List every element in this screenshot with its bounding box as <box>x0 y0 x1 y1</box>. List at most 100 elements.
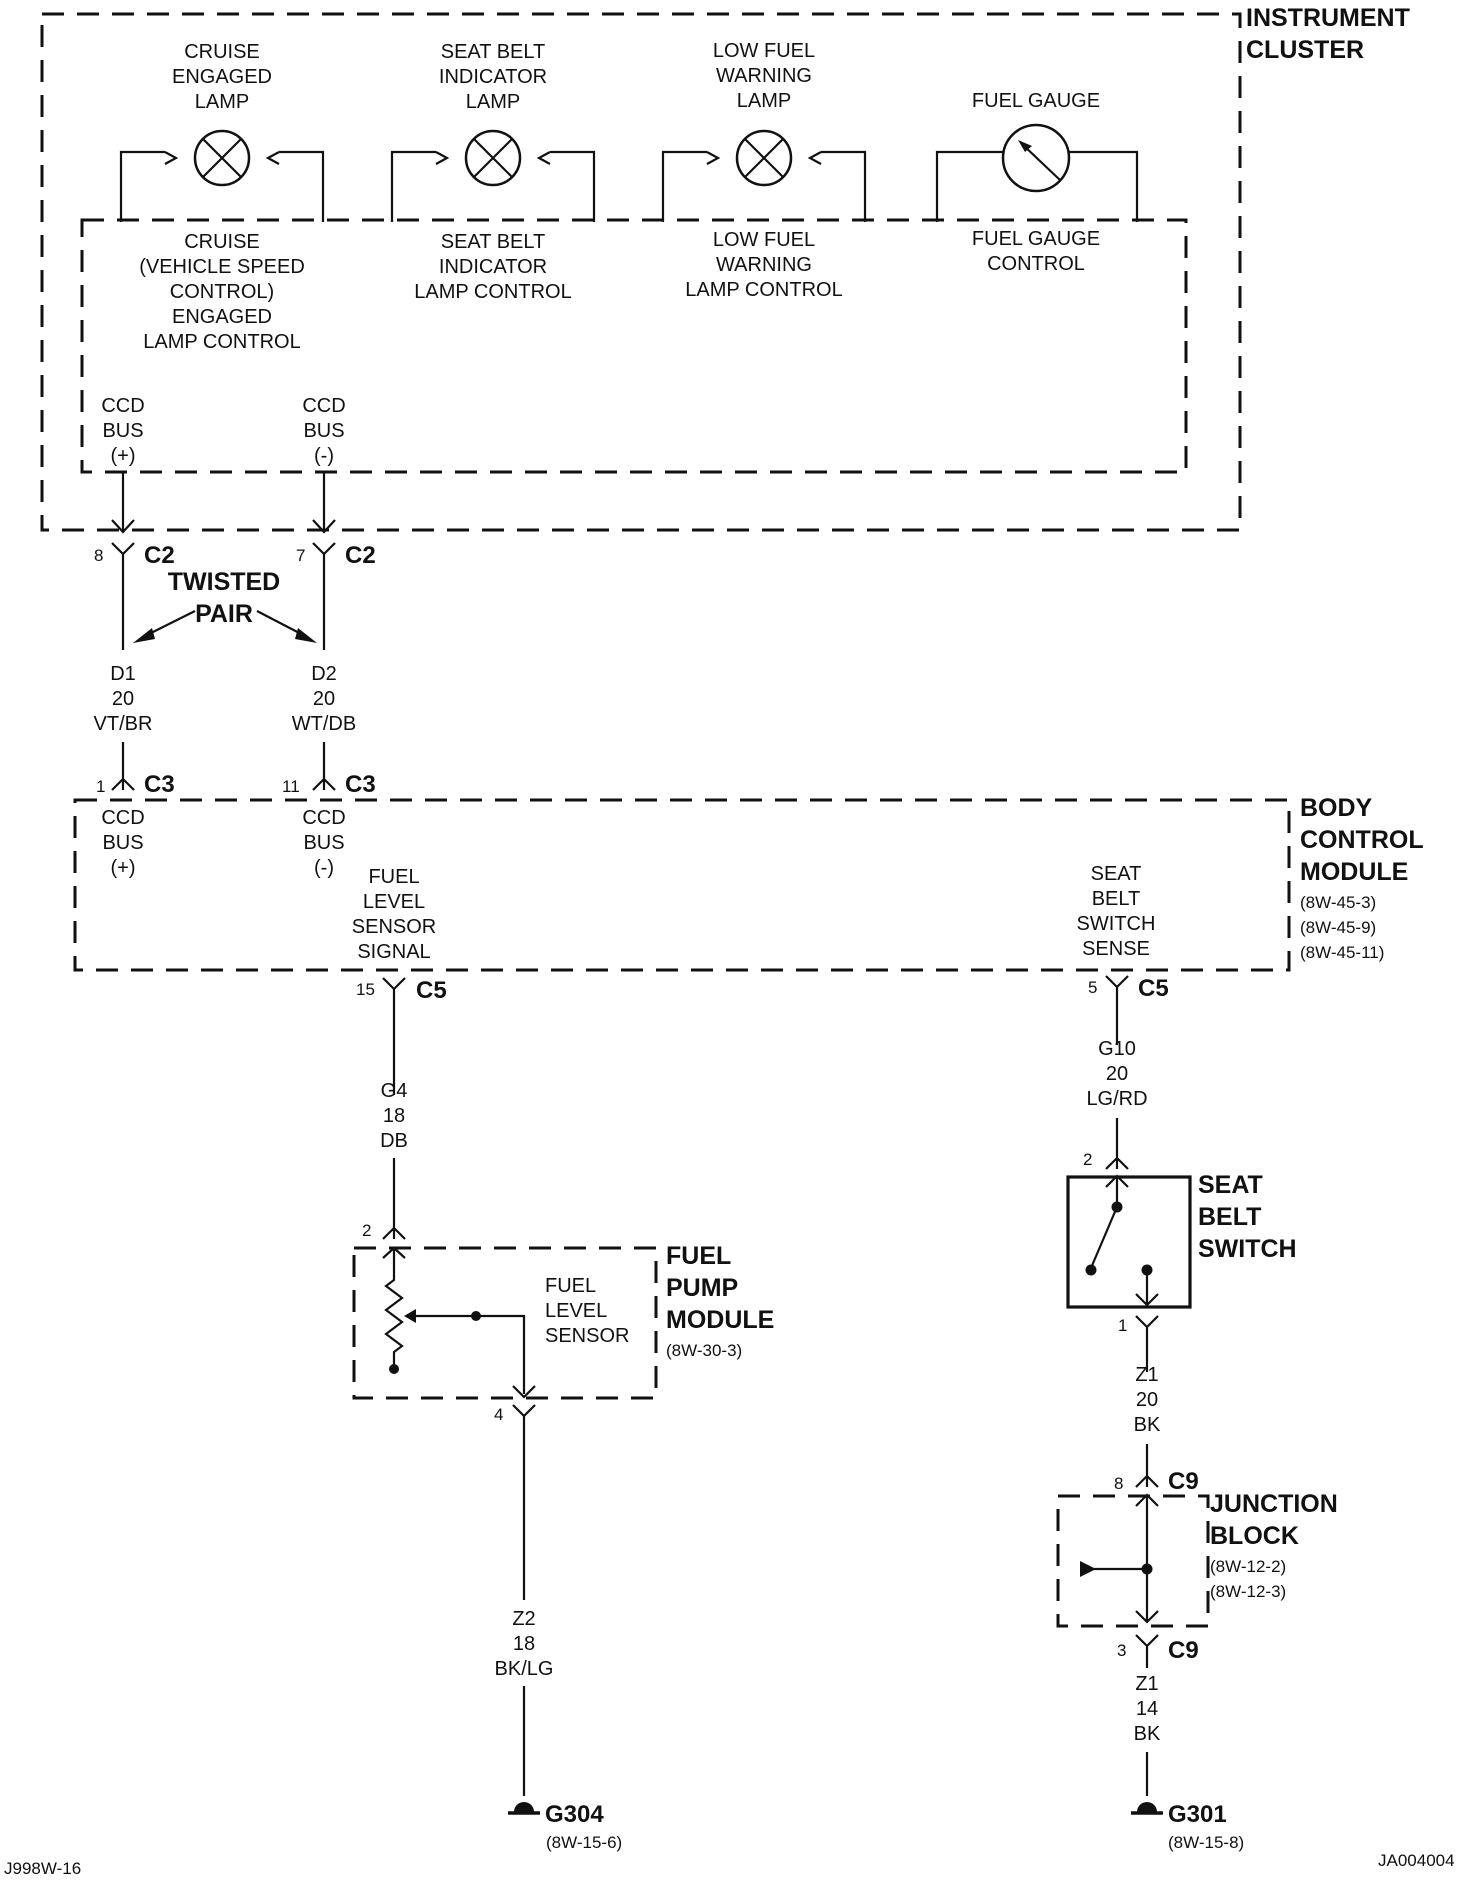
svg-text:FUEL: FUEL <box>368 866 419 888</box>
svg-text:CONTROL): CONTROL) <box>170 281 274 303</box>
svg-text:BELT: BELT <box>1092 888 1141 910</box>
svg-text:3: 3 <box>1117 1641 1126 1660</box>
svg-text:CRUISE: CRUISE <box>184 231 260 253</box>
svg-text:(8W-45-11): (8W-45-11) <box>1300 943 1384 962</box>
svg-text:Z2: Z2 <box>512 1608 535 1630</box>
svg-text:PAIR: PAIR <box>195 600 253 628</box>
svg-text:INDICATOR: INDICATOR <box>439 66 547 88</box>
svg-text:C2: C2 <box>144 542 175 569</box>
svg-text:18: 18 <box>513 1633 535 1655</box>
svg-text:BUS: BUS <box>303 832 344 854</box>
svg-text:CCD: CCD <box>302 395 345 417</box>
fuel-pump-module: FUEL PUMP MODULE (8W-30-3) 2 4 FUEL LEVE… <box>352 1221 774 1796</box>
wire-d1-d2: D1 20 VT/BR D2 20 WT/DB <box>94 663 357 735</box>
svg-text:(8W-15-8): (8W-15-8) <box>1168 1833 1244 1852</box>
svg-text:Z1: Z1 <box>1135 1673 1158 1695</box>
svg-text:7: 7 <box>296 546 305 565</box>
svg-text:ENGAGED: ENGAGED <box>172 306 272 328</box>
svg-text:LG/RD: LG/RD <box>1086 1088 1147 1110</box>
gauge-icon <box>1001 123 1071 193</box>
svg-text:BUS: BUS <box>303 420 344 442</box>
svg-text:SEAT BELT: SEAT BELT <box>441 231 545 253</box>
svg-text:LAMP CONTROL: LAMP CONTROL <box>685 279 842 301</box>
lamp-icon <box>193 129 251 187</box>
svg-text:BK: BK <box>1134 1723 1161 1745</box>
svg-text:(-): (-) <box>314 857 334 879</box>
svg-text:CCD: CCD <box>101 395 144 417</box>
svg-text:CONTROL: CONTROL <box>1300 826 1424 854</box>
svg-text:SENSOR: SENSOR <box>352 916 436 938</box>
instrument-cluster-name-1: INSTRUMENT <box>1246 4 1410 32</box>
svg-text:FUEL GAUGE: FUEL GAUGE <box>972 90 1100 112</box>
svg-text:WARNING: WARNING <box>716 65 812 87</box>
svg-text:MODULE: MODULE <box>666 1306 774 1334</box>
svg-text:BLOCK: BLOCK <box>1210 1522 1299 1550</box>
svg-text:(8W-15-6): (8W-15-6) <box>546 1833 622 1852</box>
body-control-module: BODY CONTROL MODULE (8W-45-3) (8W-45-9) … <box>73 794 1424 972</box>
ground-g304: G304 (8W-15-6) <box>508 1801 622 1852</box>
connector-c9: 8 C9 3 C9 <box>1114 1468 1199 1664</box>
svg-text:2: 2 <box>1083 1150 1092 1169</box>
svg-text:VT/BR: VT/BR <box>94 713 153 735</box>
svg-text:G301: G301 <box>1168 1801 1227 1828</box>
svg-text:BK/LG: BK/LG <box>495 1658 554 1680</box>
svg-text:CCD: CCD <box>302 807 345 829</box>
switch-icon <box>1089 1206 1119 1269</box>
wire-z2: Z2 18 BK/LG <box>495 1600 554 1686</box>
svg-text:SEAT BELT: SEAT BELT <box>441 41 545 63</box>
svg-text:SENSE: SENSE <box>1082 938 1150 960</box>
svg-text:FUEL: FUEL <box>545 1275 596 1297</box>
svg-text:BUS: BUS <box>102 832 143 854</box>
svg-text:JUNCTION: JUNCTION <box>1210 1490 1338 1518</box>
svg-text:SIGNAL: SIGNAL <box>357 941 430 963</box>
svg-text:(-): (-) <box>314 445 334 467</box>
svg-text:LAMP: LAMP <box>737 90 791 112</box>
svg-text:WARNING: WARNING <box>716 254 812 276</box>
svg-text:CCD: CCD <box>101 807 144 829</box>
junction-block: JUNCTION BLOCK (8W-12-2) (8W-12-3) <box>1056 1490 1338 1668</box>
fuel-gauge: FUEL GAUGE <box>935 90 1139 222</box>
svg-text:FUEL: FUEL <box>666 1242 731 1270</box>
wire-z1-14: Z1 14 BK <box>1134 1673 1161 1796</box>
svg-text:G4: G4 <box>381 1080 408 1102</box>
svg-text:WT/DB: WT/DB <box>292 713 356 735</box>
svg-text:INDICATOR: INDICATOR <box>439 256 547 278</box>
svg-text:C3: C3 <box>345 771 376 798</box>
svg-text:TWISTED: TWISTED <box>168 568 281 596</box>
connector-c2: 8 7 C2 C2 <box>94 472 376 650</box>
svg-text:(+): (+) <box>111 857 136 879</box>
svg-text:BODY: BODY <box>1300 794 1373 822</box>
connector-c5: 15 5 C5 C5 <box>356 975 1169 1095</box>
svg-text:20: 20 <box>1106 1063 1128 1085</box>
svg-text:(8W-45-9): (8W-45-9) <box>1300 918 1376 937</box>
svg-text:(+): (+) <box>111 445 136 467</box>
svg-text:LAMP: LAMP <box>466 91 520 113</box>
wire-g4: G4 18 DB <box>380 1080 408 1240</box>
svg-text:LOW FUEL: LOW FUEL <box>713 229 815 251</box>
svg-text:15: 15 <box>356 980 375 999</box>
svg-text:BK: BK <box>1134 1414 1161 1436</box>
svg-text:14: 14 <box>1136 1698 1158 1720</box>
svg-text:(8W-45-3): (8W-45-3) <box>1300 893 1376 912</box>
lamp-icon <box>464 129 522 187</box>
wire-g10: G10 20 LG/RD 2 <box>1083 1038 1148 1170</box>
twisted-pair: TWISTED PAIR <box>133 568 317 643</box>
svg-text:LOW FUEL: LOW FUEL <box>713 40 815 62</box>
svg-text:(8W-12-2): (8W-12-2) <box>1210 1557 1286 1576</box>
svg-text:LEVEL: LEVEL <box>545 1300 607 1322</box>
svg-text:(VEHICLE SPEED: (VEHICLE SPEED <box>139 256 305 278</box>
svg-text:MODULE: MODULE <box>1300 858 1408 886</box>
svg-text:BELT: BELT <box>1198 1203 1261 1231</box>
instrument-cluster-name-2: CLUSTER <box>1246 36 1364 64</box>
wire-z1-20: Z1 20 BK <box>1134 1364 1161 1488</box>
svg-text:C9: C9 <box>1168 1468 1199 1495</box>
svg-text:DB: DB <box>380 1130 408 1152</box>
svg-text:SWITCH: SWITCH <box>1077 913 1156 935</box>
svg-text:LAMP: LAMP <box>195 91 249 113</box>
footer-left: J998W-16 <box>4 1859 81 1878</box>
svg-text:2: 2 <box>362 1221 371 1240</box>
svg-text:LAMP CONTROL: LAMP CONTROL <box>143 331 300 353</box>
seat-belt-switch: SEAT BELT SWITCH 1 <box>1066 1171 1297 1372</box>
connector-c3: 1 11 C3 C3 <box>96 742 376 798</box>
